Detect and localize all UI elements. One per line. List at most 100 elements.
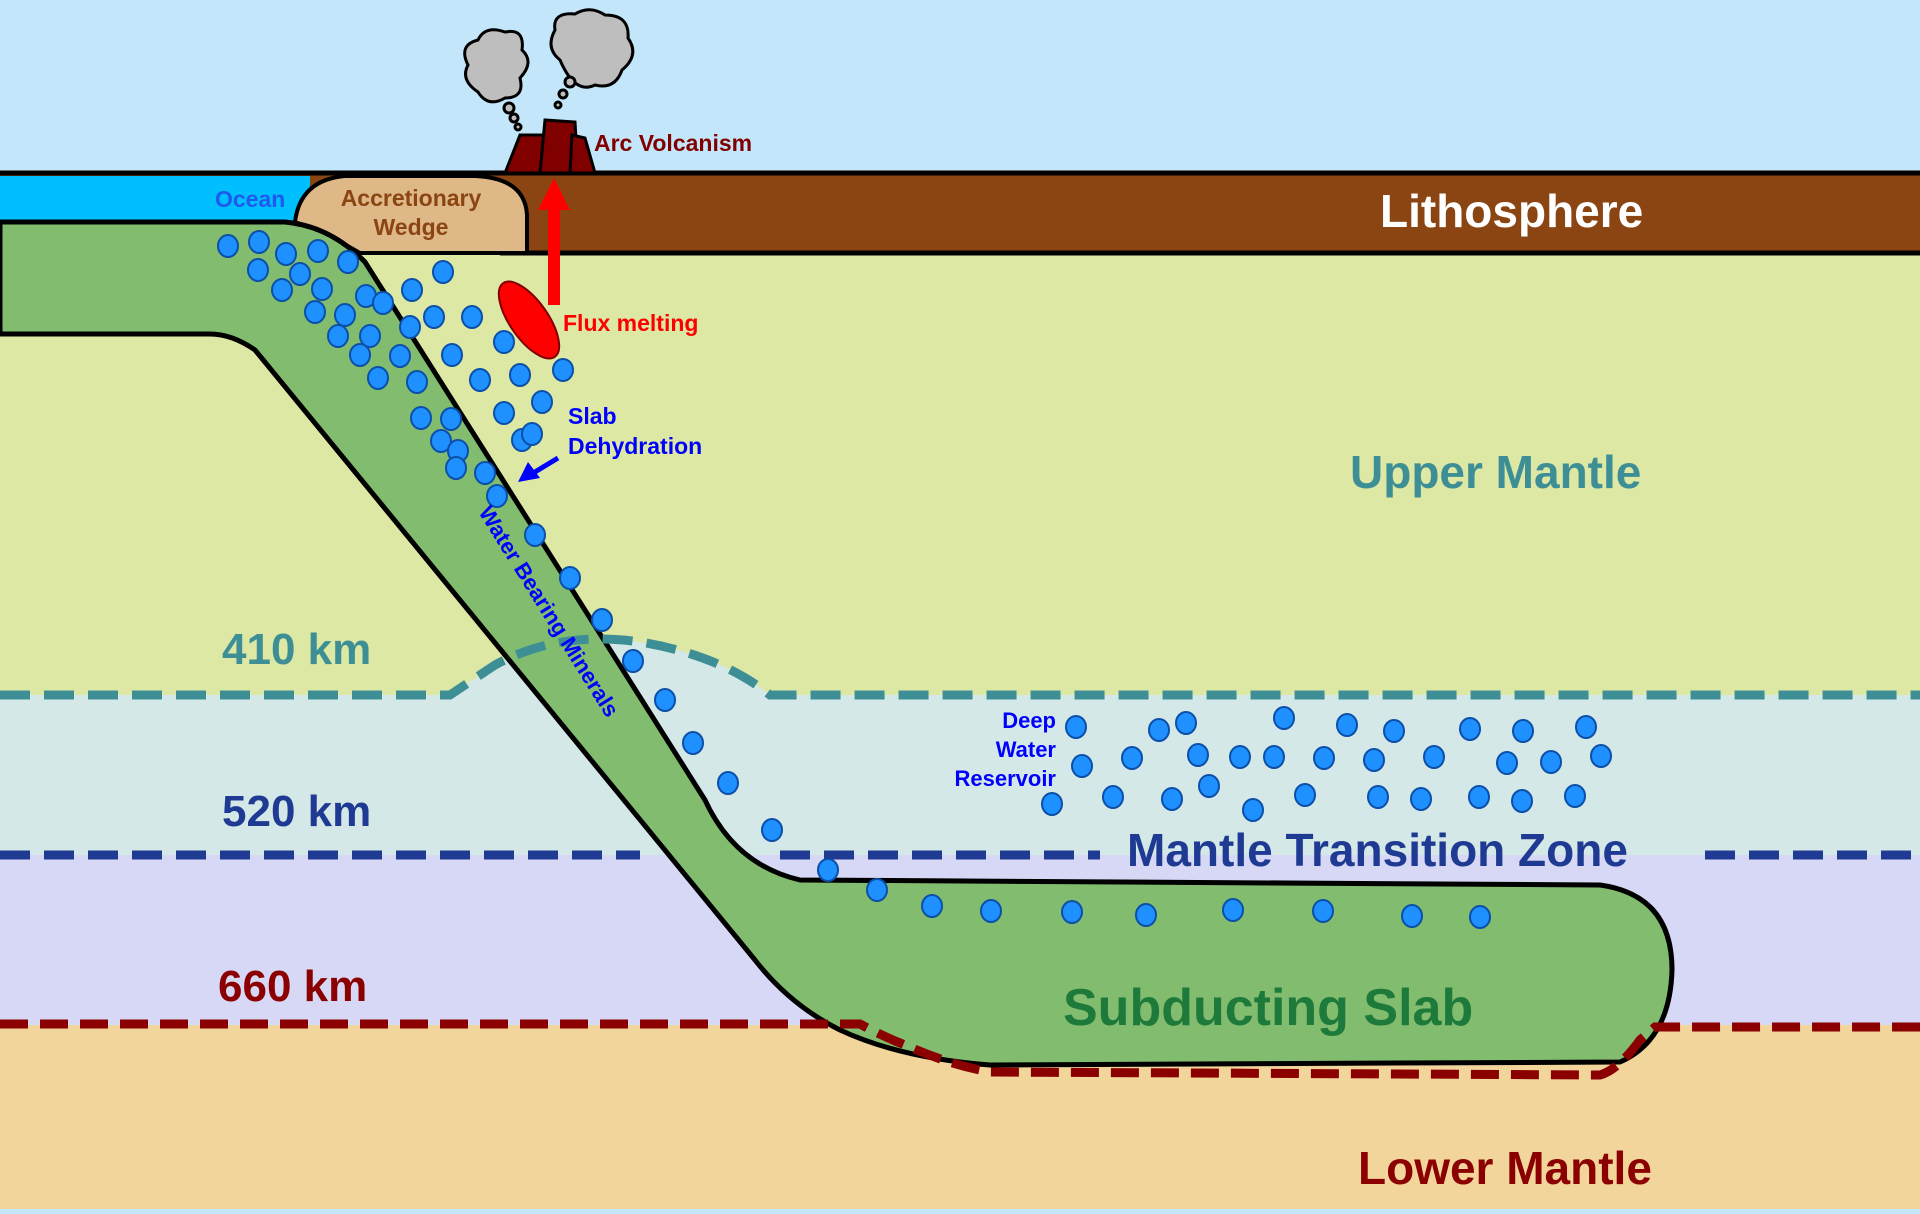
water-droplet — [1367, 785, 1389, 809]
water-droplet — [1135, 903, 1157, 927]
ocean-layer — [0, 176, 310, 222]
water-droplet — [1459, 717, 1481, 741]
label-deep-water-3: Reservoir — [954, 766, 1056, 791]
water-droplet — [349, 343, 371, 367]
water-droplet — [1071, 754, 1093, 778]
water-droplet — [1496, 751, 1518, 775]
water-droplet — [1336, 713, 1358, 737]
water-droplet — [334, 303, 356, 327]
water-droplet — [461, 305, 483, 329]
water-droplet — [524, 523, 546, 547]
flux-melting-arrow-icon — [538, 178, 570, 305]
water-droplet — [474, 461, 496, 485]
water-droplet — [401, 278, 423, 302]
label-flux-melting: Flux melting — [563, 310, 698, 336]
water-droplet — [440, 407, 462, 431]
water-droplet — [406, 370, 428, 394]
water-droplet — [682, 731, 704, 755]
label-deep-water-2: Water — [996, 737, 1057, 762]
water-droplet — [327, 324, 349, 348]
water-droplet — [1294, 783, 1316, 807]
water-droplet — [1175, 711, 1197, 735]
label-accretionary-wedge-1: Accretionary — [341, 185, 482, 211]
water-droplet — [1229, 745, 1251, 769]
water-droplet — [399, 315, 421, 339]
water-droplet — [1061, 900, 1083, 924]
water-droplet — [717, 771, 739, 795]
label-arc-volcanism: Arc Volcanism — [594, 130, 752, 156]
water-droplet — [1423, 745, 1445, 769]
water-droplet — [1511, 789, 1533, 813]
label-slab-dehydration-2: Dehydration — [568, 433, 702, 459]
label-520km: 520 km — [222, 787, 371, 836]
water-droplet — [367, 366, 389, 390]
water-droplet — [217, 234, 239, 258]
water-droplet — [493, 330, 515, 354]
water-droplet — [1363, 748, 1385, 772]
volcano-icon — [502, 118, 597, 175]
water-droplet — [430, 429, 452, 453]
water-droplet — [469, 368, 491, 392]
water-droplet — [432, 260, 454, 284]
water-droplet — [1575, 715, 1597, 739]
water-droplet — [1242, 798, 1264, 822]
water-droplet — [509, 363, 531, 387]
water-droplet — [1198, 774, 1220, 798]
water-droplet — [521, 422, 543, 446]
water-droplet — [531, 390, 553, 414]
water-droplet — [359, 324, 381, 348]
water-droplet — [389, 344, 411, 368]
water-droplet — [1187, 743, 1209, 767]
transition-zone-upper-layer — [0, 695, 1920, 855]
line-410km — [0, 634, 1920, 700]
water-droplet — [248, 230, 270, 254]
water-droplet — [1512, 719, 1534, 743]
water-droplet — [247, 258, 269, 282]
water-droplet — [275, 242, 297, 266]
water-droplet — [1312, 899, 1334, 923]
water-droplet — [1469, 905, 1491, 929]
water-droplet — [289, 262, 311, 286]
water-droplet — [372, 291, 394, 315]
water-droplet — [445, 456, 467, 480]
water-droplet — [1161, 787, 1183, 811]
water-droplet — [311, 277, 333, 301]
water-droplet — [591, 608, 613, 632]
magma-blob — [497, 280, 561, 360]
water-droplet — [980, 899, 1002, 923]
water-droplet — [1313, 746, 1335, 770]
water-droplet — [817, 858, 839, 882]
water-droplet — [423, 305, 445, 329]
label-accretionary-wedge-2: Wedge — [374, 214, 449, 240]
water-droplet — [1540, 750, 1562, 774]
water-droplet — [486, 484, 508, 508]
label-410km: 410 km — [222, 625, 371, 674]
water-droplet — [271, 278, 293, 302]
water-droplet — [493, 401, 515, 425]
water-droplet — [654, 688, 676, 712]
smoke-icon — [463, 8, 635, 132]
water-droplet — [552, 358, 574, 382]
label-lithosphere: Lithosphere — [1380, 185, 1643, 237]
water-droplets — [217, 230, 1612, 929]
water-droplet — [1065, 715, 1087, 739]
label-lower-mantle: Lower Mantle — [1358, 1142, 1652, 1194]
water-droplet — [1468, 785, 1490, 809]
water-droplet — [1263, 745, 1285, 769]
water-droplet — [1121, 746, 1143, 770]
label-slab-dehydration-1: Slab — [568, 403, 617, 429]
water-droplet — [1273, 706, 1295, 730]
water-droplet — [622, 649, 644, 673]
water-droplet — [304, 300, 326, 324]
water-droplet — [1222, 898, 1244, 922]
water-droplet — [921, 894, 943, 918]
water-droplet — [337, 250, 359, 274]
water-droplet — [307, 239, 329, 263]
label-mantle-transition-zone: Mantle Transition Zone — [1127, 824, 1628, 876]
water-droplet — [559, 566, 581, 590]
water-droplet — [1564, 784, 1586, 808]
water-droplet — [1102, 785, 1124, 809]
water-droplet — [1041, 792, 1063, 816]
